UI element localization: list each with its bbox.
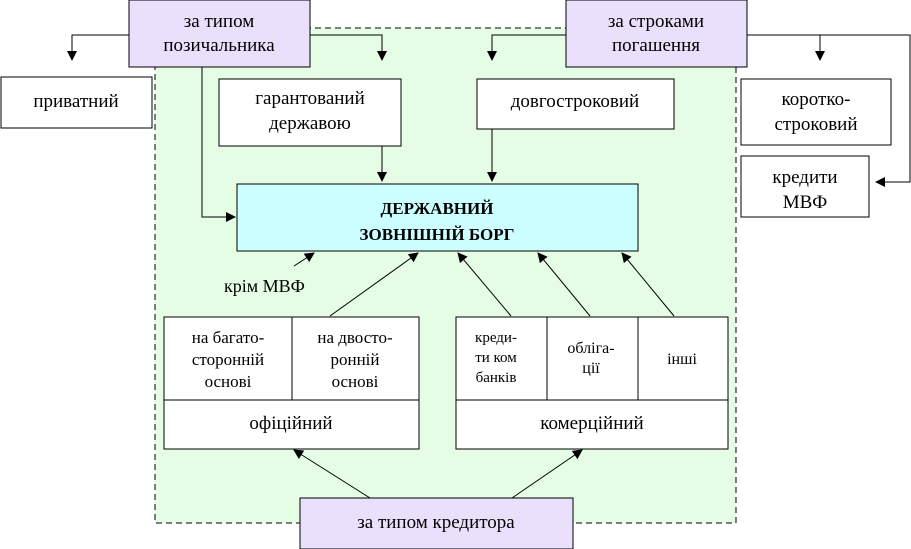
labels: за типом позичальника за строками погашенн… — [33, 11, 857, 533]
arrow-borrower-to-central — [201, 67, 236, 222]
arrow-to-imf-credits — [747, 34, 911, 187]
box-long-term — [476, 78, 675, 130]
arrow-to-short-term — [747, 34, 825, 61]
box-central — [236, 183, 639, 252]
box-guaranteed — [218, 78, 402, 147]
boxes — [0, 0, 892, 549]
label-line: МВФ — [783, 192, 828, 213]
label-bonds: облігa-ції — [567, 340, 614, 377]
label-line: облігa- — [567, 340, 614, 357]
arrow-bank-credits-to-central — [457, 252, 512, 317]
box-creditor-type — [299, 497, 574, 549]
label-line: коротко- — [782, 89, 851, 110]
label-creditor-type: за типом кредитора — [357, 512, 515, 533]
label-line: комерційний — [540, 413, 643, 434]
label-line: за типом кредитора — [357, 512, 515, 533]
label-private: приватний — [33, 91, 118, 112]
label-line: ЗОВНІШНІЙ БОРГ — [360, 225, 515, 244]
box-imf-credits — [740, 155, 870, 218]
box-commercial-group — [455, 316, 729, 450]
label-line: приватний — [33, 91, 118, 112]
box-short-term — [740, 78, 892, 146]
label-commercial: комерційний — [540, 413, 643, 434]
label-line: за типом — [184, 11, 255, 32]
arrow-bonds-to-central — [537, 252, 591, 317]
box-borrower-type — [128, 0, 311, 68]
label-central: ДЕРЖАВНИЙ ЗОВНІШНІЙ БОРГ — [360, 199, 515, 244]
label-line: державою — [269, 113, 351, 134]
label-others: інші — [667, 351, 697, 368]
label-line: сторонній — [192, 350, 264, 369]
label-line: гарантований — [255, 88, 365, 109]
label-bank-credits: креди-ти ком банків — [475, 330, 517, 386]
label-line: за строками — [608, 11, 704, 32]
arrow-to-long-term — [487, 34, 566, 61]
label-line: ти ком — [475, 350, 517, 366]
label-official: офіційний — [249, 413, 332, 434]
label-line: строковий — [774, 114, 857, 135]
label-line: креди- — [475, 330, 517, 346]
box-maturity-type — [565, 0, 748, 68]
label-line: основі — [205, 372, 252, 391]
arrow-creditor-to-official — [293, 449, 371, 499]
label-line: інші — [667, 351, 697, 368]
connectors — [67, 34, 911, 499]
label-line: довгостроковий — [511, 91, 639, 112]
box-private — [0, 76, 153, 129]
annotation-except-imf-group: крім МВФ — [222, 272, 326, 296]
arrow-bilateral-to-central — [329, 252, 419, 317]
label-line: основі — [332, 372, 379, 391]
label-line: ції — [582, 360, 600, 377]
label-bilateral: на двосто-ронній основі — [317, 328, 393, 391]
label-line: погашення — [612, 35, 700, 56]
label-multilateral: на багато-сторонній основі — [192, 328, 265, 391]
label-long-term: довгостроковий — [511, 91, 639, 112]
arrow-others-to-central — [621, 252, 675, 317]
label-line: на багато- — [192, 328, 265, 347]
label-line: ДЕРЖАВНИЙ — [381, 199, 494, 218]
annotation-except-imf: крім МВФ — [224, 276, 305, 296]
label-line: позичальника — [163, 35, 275, 56]
arrow-to-private — [67, 34, 129, 61]
label-line: кредити — [772, 167, 837, 188]
label-line: офіційний — [249, 413, 332, 434]
label-line: банків — [476, 370, 517, 386]
arrow-creditor-to-commercial — [511, 449, 583, 499]
label-guaranteed: гарантований державою — [255, 88, 365, 134]
label-short-term: коротко-строковий — [774, 89, 857, 135]
label-line: ронній — [330, 350, 379, 369]
label-line: на двосто- — [317, 328, 393, 347]
label-maturity-type: за строками погашення — [608, 11, 704, 56]
arrow-multilateral-to-central — [293, 252, 315, 267]
arrow-to-guaranteed — [310, 34, 387, 61]
label-borrower-type: за типом позичальника — [163, 11, 275, 56]
